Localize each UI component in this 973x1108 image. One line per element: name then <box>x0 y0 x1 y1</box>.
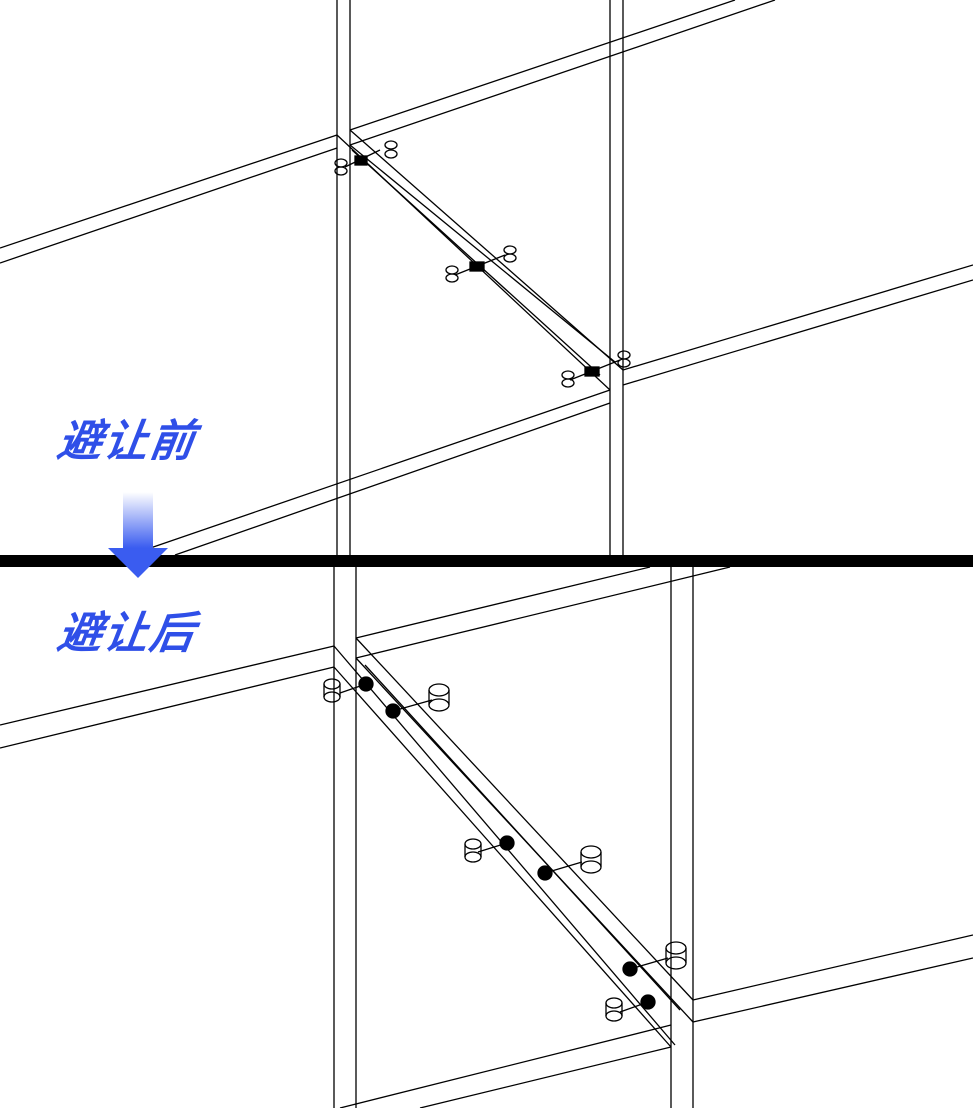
section-divider <box>0 555 973 567</box>
connector-after-1 <box>323 676 374 703</box>
panel-after-drawing <box>0 566 973 1108</box>
panel-before-drawing <box>0 0 973 556</box>
connector-after-6 <box>605 994 656 1022</box>
arrow-down-icon <box>108 492 168 588</box>
label-after: 避让后 <box>54 608 200 659</box>
arrow-shaft <box>123 492 153 548</box>
connector-before-1 <box>334 140 398 176</box>
label-before: 避让前 <box>54 416 200 467</box>
connector-after-5 <box>622 941 687 977</box>
connector-before-3 <box>561 350 631 388</box>
connector-after-3 <box>464 835 515 863</box>
arrow-head <box>108 548 168 578</box>
connector-before-2 <box>445 245 517 283</box>
connector-after-4 <box>537 845 602 881</box>
connector-after-2 <box>385 683 450 719</box>
